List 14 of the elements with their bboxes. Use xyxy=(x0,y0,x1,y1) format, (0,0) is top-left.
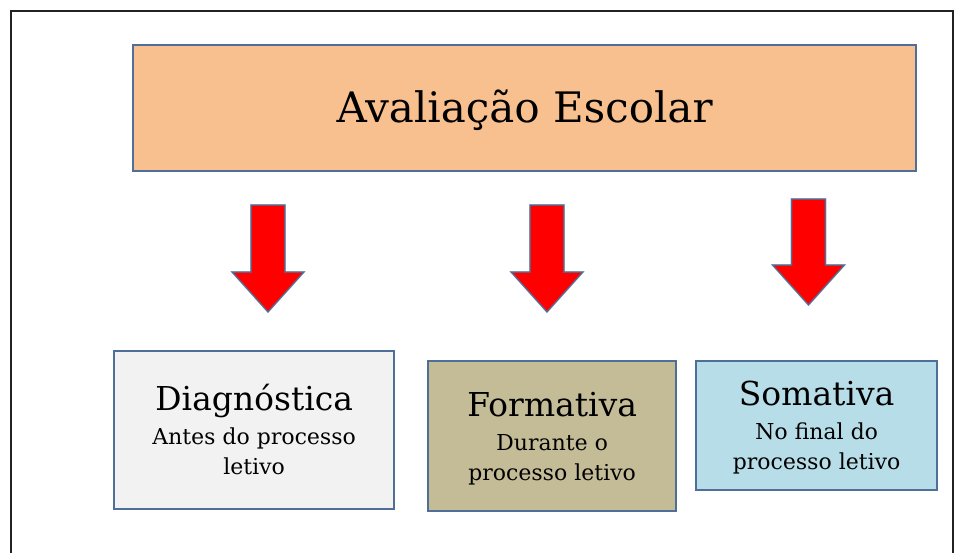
category-box xyxy=(695,360,938,491)
block-arrow xyxy=(230,204,306,314)
box-heading: Formativa xyxy=(467,384,637,425)
box-heading: Avaliação Escolar xyxy=(336,82,713,134)
box-heading: Diagnóstica xyxy=(155,378,353,419)
category-box xyxy=(427,360,677,512)
box-heading: Somativa xyxy=(738,373,894,414)
box-description: Durante o processo letivo xyxy=(467,430,637,488)
title-box xyxy=(132,44,917,172)
category-box xyxy=(113,350,395,510)
block-arrow xyxy=(770,198,846,306)
box-description: No final do processo letivo xyxy=(732,419,902,478)
block-arrow xyxy=(509,204,585,314)
box-description: Antes do processo letivo xyxy=(152,424,356,482)
